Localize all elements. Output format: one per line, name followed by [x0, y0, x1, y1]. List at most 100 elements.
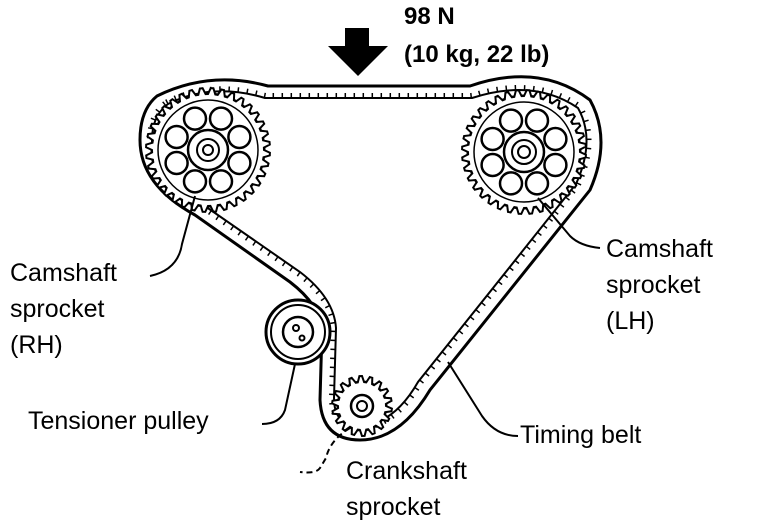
belt-tooth [155, 108, 161, 113]
leader-lines [149, 195, 601, 474]
belt-tooth [409, 394, 415, 399]
belt-tooth [330, 321, 336, 325]
label-timing-belt: Timing belt [520, 421, 642, 449]
belt-tooth [441, 351, 447, 356]
belt-tooth [496, 86, 499, 92]
belt-tooth [207, 210, 213, 216]
belt-tooth [537, 231, 542, 236]
belt-tooth [173, 95, 177, 101]
belt-tooth [559, 203, 565, 208]
belt-tooth [274, 256, 279, 262]
force-conversion: (10 kg, 22 lb) [404, 41, 550, 68]
belt-tooth [246, 88, 249, 94]
sprocket-hole [227, 150, 252, 176]
sprocket-hole [208, 169, 234, 194]
belt-tooth [252, 240, 257, 246]
force-value: 98 N [404, 3, 455, 30]
camshaft-sprocket-lh-icon [461, 89, 587, 215]
belt-tooth [514, 259, 520, 265]
belt-tooth [165, 99, 169, 105]
belt-tooth [289, 266, 294, 272]
belt-tooth [259, 245, 264, 252]
belt-tooth [541, 87, 545, 93]
leader-camshaft-rh [149, 195, 196, 277]
belt-tooth [486, 295, 492, 300]
belt-tooth [328, 313, 334, 317]
crankshaft-sprocket-icon [330, 374, 394, 438]
camshaft-sprocket-rh-icon [145, 87, 271, 213]
belt-tooth [486, 88, 490, 94]
label-camshaft-rh-line3: (RH) [10, 331, 63, 359]
belt-tooth [477, 90, 481, 96]
belt-tooth [254, 90, 258, 96]
label-tensioner-pulley: Tensioner pulley [28, 407, 209, 435]
belt-tooth [566, 96, 571, 103]
sprocket-hole [498, 108, 524, 133]
belt-tooth [324, 304, 331, 309]
belt-tooth [583, 119, 589, 123]
belt-tooth [480, 302, 486, 307]
sprocket-hole [164, 124, 189, 150]
belt-tooth [230, 225, 235, 231]
label-crankshaft-line2: sprocket [346, 493, 441, 521]
sprocket-hole [524, 108, 550, 133]
belt-tooth [542, 224, 548, 229]
belt-tooth [150, 117, 156, 121]
belt-tooth [452, 337, 458, 342]
belt-tooth [565, 196, 570, 201]
sprocket-hole [524, 171, 550, 196]
belt-tooth [447, 344, 453, 349]
belt-tooth [574, 101, 579, 107]
sprocket-hole [227, 124, 252, 150]
belt-tooth [237, 87, 240, 93]
belt-tooth [505, 85, 508, 91]
belt-tooth [397, 407, 402, 413]
belt-tooth [403, 401, 409, 406]
belt-tooth [508, 266, 514, 272]
belt-tooth [390, 413, 395, 419]
belt-tooth [309, 283, 315, 289]
belt-tooth [320, 297, 326, 302]
label-camshaft-lh-line3: (LH) [606, 307, 655, 335]
label-crankshaft-line1: Crankshaft [346, 457, 467, 485]
label-camshaft-rh-line2: sprocket [10, 295, 105, 323]
sprocket-hole [164, 150, 189, 176]
belt-tooth [222, 220, 227, 226]
belt-tooth [296, 271, 301, 277]
belt-tooth [492, 287, 497, 293]
belt-tooth [414, 386, 420, 391]
leader-timing-belt [447, 361, 519, 437]
belt-tooth [497, 280, 503, 286]
belt-tooth [424, 372, 430, 377]
belt-tooth [469, 316, 475, 321]
label-camshaft-lh-line2: sprocket [606, 271, 701, 299]
belt-tooth [576, 182, 582, 186]
belt-tooth [303, 277, 308, 283]
belt-tooth [458, 330, 464, 335]
belt-tooth [263, 92, 267, 98]
leader-tensioner [261, 363, 296, 425]
leader-crankshaft [299, 427, 351, 474]
belt-tooth [464, 323, 469, 328]
belt-tooth [532, 85, 535, 92]
belt-tooth [162, 101, 167, 107]
belt-tooth [525, 245, 531, 250]
sprocket-hole [208, 106, 234, 131]
belt-tooth [550, 89, 554, 96]
belt-tooth [503, 273, 509, 279]
sprocket-hole [543, 126, 568, 152]
sprocket-hole [182, 106, 208, 131]
sprocket-hole [182, 169, 208, 194]
belt-tooth [470, 92, 473, 99]
sprocket-hole [543, 152, 568, 178]
belt-tooth [281, 261, 287, 267]
belt-tooth [435, 358, 441, 363]
belt-tooth [586, 147, 592, 150]
belt-tooth [580, 110, 586, 114]
belt-tooth [237, 230, 242, 236]
belt-tooth [520, 252, 526, 258]
belt-tooth [570, 189, 576, 194]
belt-tooth [419, 379, 424, 384]
belt-tooth [558, 93, 563, 99]
